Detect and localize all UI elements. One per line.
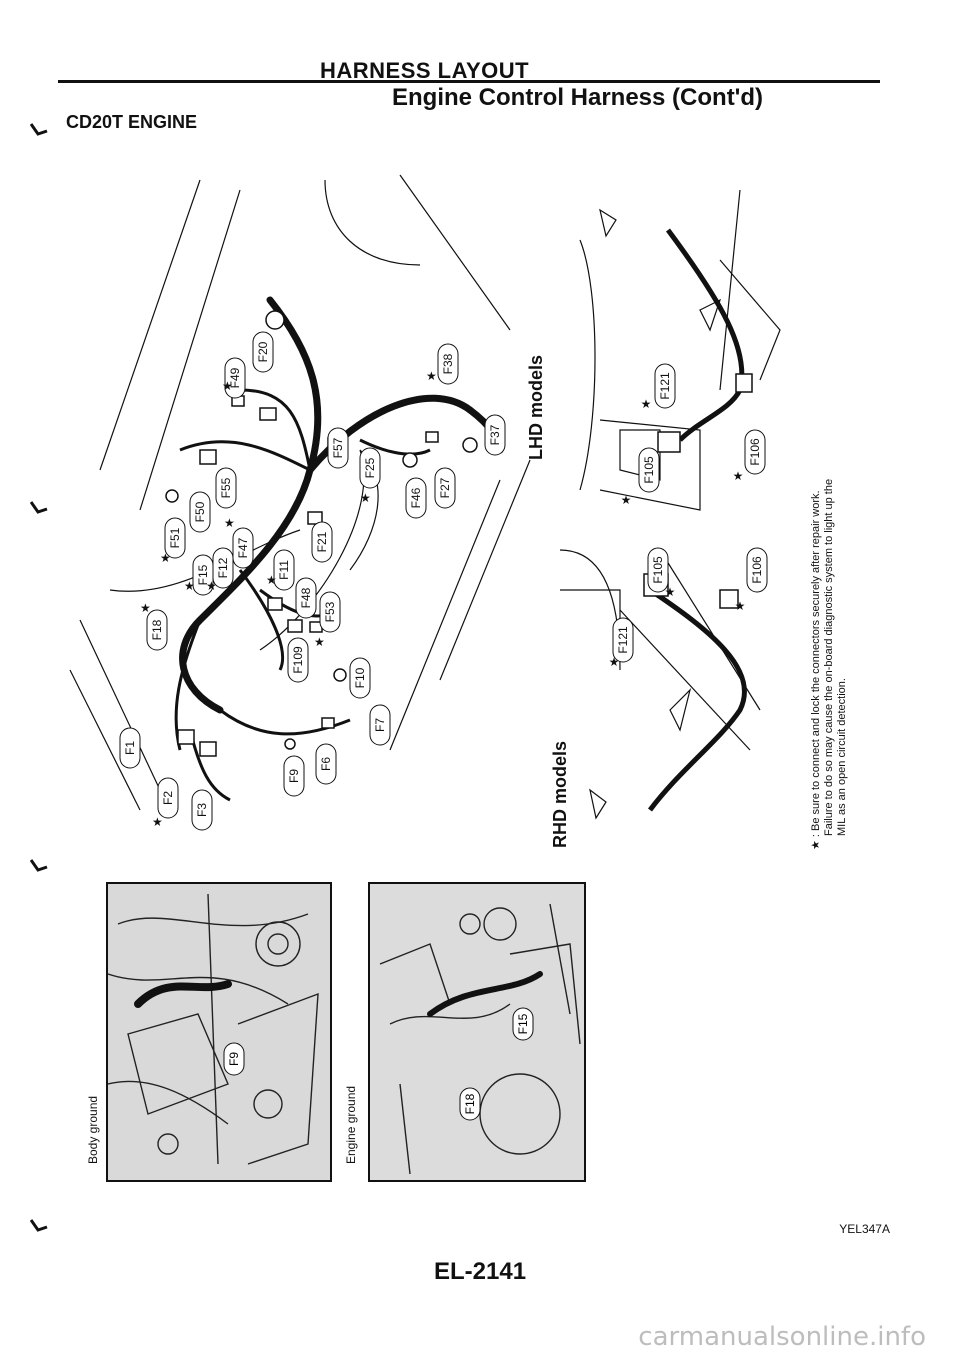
svg-text:★: ★ [426,369,437,383]
svg-text:★: ★ [665,585,676,599]
svg-text:★: ★ [222,379,233,393]
svg-text:F7: F7 [373,718,387,732]
svg-text:F53: F53 [323,601,337,622]
svg-text:F49: F49 [228,367,242,388]
svg-text:★: ★ [206,579,217,593]
repair-note-line: MIL as an open circuit detection. [836,678,848,836]
svg-text:F38: F38 [441,353,455,374]
svg-text:F25: F25 [363,457,377,478]
lhd-models-label: LHD models [526,354,546,460]
svg-text:F18: F18 [150,619,164,640]
svg-text:F27: F27 [438,477,452,498]
svg-text:★: ★ [621,493,632,507]
svg-text:F106: F106 [748,438,762,466]
engine-harness-diagram: F49 F20 F38 F37 F57 F25 F46 F27 F55 F50 … [69,174,781,831]
watermark: carmanualsonline.info [638,1322,926,1352]
svg-text:★: ★ [735,599,746,613]
svg-text:★: ★ [140,601,151,615]
svg-text:★: ★ [360,491,371,505]
svg-text:F6: F6 [319,757,333,771]
section-title: CD20T ENGINE [66,112,198,132]
svg-text:★: ★ [184,579,195,593]
svg-text:F105: F105 [651,556,665,584]
body-ground-photo: F9 [106,882,332,1182]
svg-text:★: ★ [224,516,235,530]
svg-text:★: ★ [314,635,325,649]
svg-text:F12: F12 [216,557,230,578]
svg-text:★: ★ [609,655,620,669]
svg-text:F21: F21 [315,531,329,552]
svg-text:★: ★ [641,397,652,411]
svg-text:★: ★ [152,815,163,829]
photo-callout: F15 [516,1013,530,1034]
photo-callout: F18 [463,1093,477,1114]
svg-text:F105: F105 [642,456,656,484]
svg-text:★: ★ [733,469,744,483]
svg-text:F50: F50 [193,501,207,522]
margin-tick-icon [30,1219,48,1232]
repair-note-line: Failure to do so may cause the on-board … [823,478,835,836]
body-ground-label: Body ground [86,1095,100,1164]
svg-text:F121: F121 [616,626,630,654]
svg-text:F47: F47 [236,537,250,558]
header-rule [58,80,880,83]
svg-text:F37: F37 [488,424,502,445]
svg-text:F106: F106 [750,556,764,584]
svg-text:F9: F9 [287,769,301,783]
engine-ground-label: Engine ground [344,1085,358,1164]
svg-text:F20: F20 [256,341,270,362]
svg-text:F48: F48 [299,587,313,608]
page-heading: HARNESS LAYOUT [320,58,530,83]
svg-text:F2: F2 [161,791,175,805]
svg-text:F121: F121 [658,372,672,400]
svg-text:F15: F15 [196,564,210,585]
svg-text:★: ★ [160,551,171,565]
photo-callout: F9 [227,1052,241,1066]
section-tick-icon [30,123,48,136]
svg-text:F11: F11 [277,560,291,580]
repair-note: ★ : Be sure to connect and lock the conn… [810,479,849,850]
svg-text:F46: F46 [409,487,423,508]
svg-text:★: ★ [266,573,277,587]
svg-text:F55: F55 [219,477,233,498]
svg-text:F10: F10 [353,667,367,688]
svg-text:F3: F3 [195,803,209,817]
rhd-models-label: RHD models [550,740,570,848]
figure-id: YEL347A [839,1222,890,1236]
repair-note-line: ★ : Be sure to connect and lock the conn… [810,490,822,850]
page-number: EL-2141 [434,1258,527,1285]
svg-text:F109: F109 [291,646,305,674]
margin-tick-icon [30,859,48,872]
engine-ground-illustration: F15 F18 [370,884,584,1180]
margin-tick-icon [30,501,48,514]
svg-text:F51: F51 [168,527,182,548]
engine-ground-photo: F15 F18 [368,882,586,1182]
svg-text:F1: F1 [123,741,137,755]
svg-text:F57: F57 [331,437,345,458]
body-ground-illustration: F9 [108,884,330,1180]
page-subheading: Engine Control Harness (Cont'd) [392,84,764,111]
